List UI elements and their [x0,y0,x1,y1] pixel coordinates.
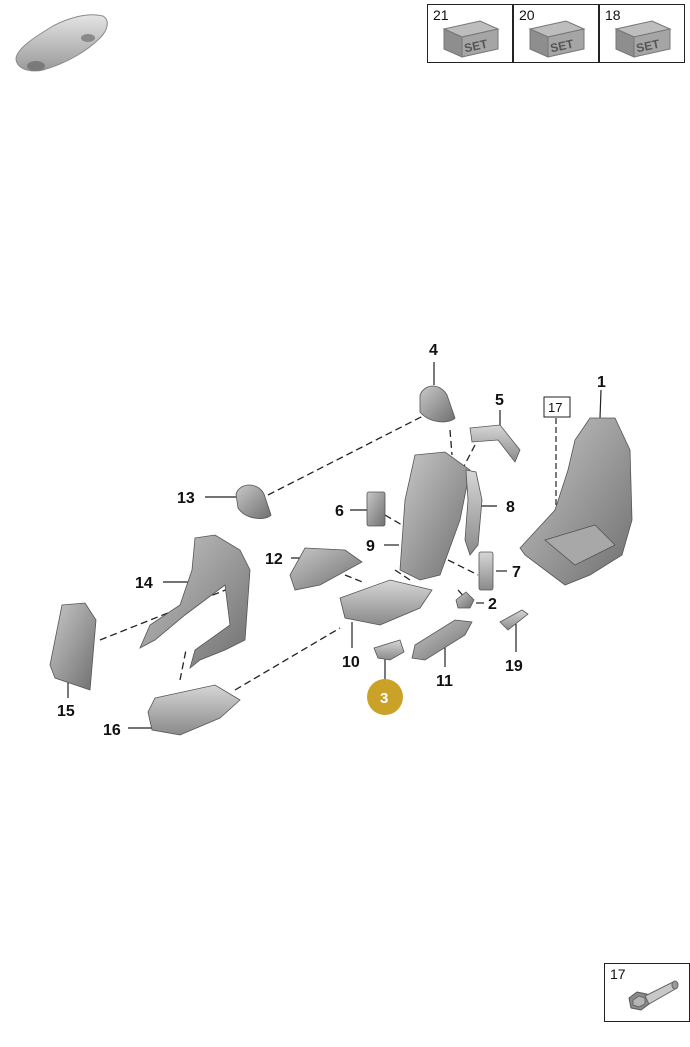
callout-17: 17 [548,400,562,415]
callout-4: 4 [429,342,438,359]
part-13-headrest [235,484,272,519]
callout-13: 13 [177,490,195,507]
part-15-backrest-cover [49,602,97,691]
part-1-seat-shell [519,417,633,586]
set-box-18[interactable]: 18 SET [599,4,685,63]
part-5-bracket [469,424,521,463]
assembly-lines [99,414,479,691]
part-9-backrest-cushion [399,451,471,581]
callout-8: 8 [506,499,515,516]
callout-19: 19 [505,658,523,675]
callout-3: 3 [380,690,388,707]
part-12-side-cover [289,547,363,591]
highlight-circle-3 [367,679,403,715]
callout-9: 9 [366,538,375,555]
callout-11: 11 [436,673,453,690]
part-3-clip [373,639,405,661]
set-number: 21 [433,7,449,23]
parts [49,385,633,736]
part-7-bracket [478,551,494,591]
set-box-icon: SET [528,20,586,58]
part-4-headrest [419,385,456,423]
part-19-bracket [499,609,529,631]
set-label: SET [463,37,489,56]
set-number: 20 [519,7,535,23]
set-box-icon: SET [442,20,500,58]
callout-7: 7 [512,564,521,581]
part-10-seat-cushion [339,579,433,626]
set-number: 18 [605,7,621,23]
leader-lines [67,362,602,729]
set-label: SET [635,37,661,56]
set-box-21[interactable]: 21 SET [427,4,513,63]
callout-16: 16 [103,722,121,739]
part-16-seat-cover [147,684,241,736]
callout-1: 1 [597,374,606,391]
part-2-clip [455,591,475,609]
set-box-icon: SET [614,20,672,58]
detail-number: 17 [610,966,626,982]
part-14-backrest-frame [139,534,251,670]
part-6-pad [366,491,386,527]
bolt-icon [628,980,679,1011]
callout-12: 12 [265,551,283,568]
car-silhouette-icon [15,14,108,72]
callout-10: 10 [342,654,360,671]
part-11-side-trim [411,619,473,661]
callout-5: 5 [495,392,504,409]
callout-numbers: 4 5 1 13 6 8 9 12 7 14 2 10 11 19 15 16 [57,342,606,739]
callout-14: 14 [135,575,153,592]
set-label: SET [549,37,575,56]
callout-17-box [543,396,571,418]
callout-6: 6 [335,503,344,520]
set-box-20[interactable]: 20 SET [513,4,599,63]
detail-box-17[interactable]: 17 [604,963,690,1022]
part-8-side-bolster [464,469,483,556]
callout-15: 15 [57,703,75,720]
callout-2: 2 [488,596,497,613]
